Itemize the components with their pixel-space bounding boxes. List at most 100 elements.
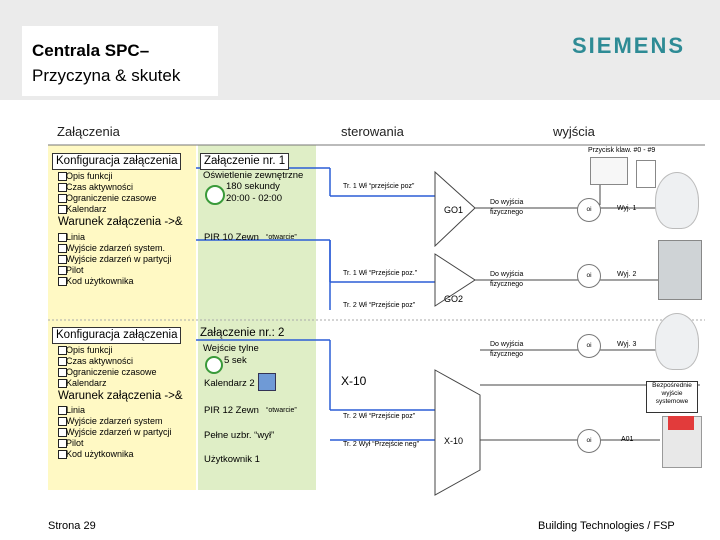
a01-label: A01 — [621, 436, 634, 443]
block2-cond-checkbox-3[interactable] — [58, 428, 67, 437]
clock-icon-2 — [205, 356, 223, 374]
block2-checkbox-3[interactable] — [58, 368, 67, 377]
out3-line1: Do wyjścia — [490, 341, 524, 348]
block2-cond-2: Wyjście zdarzeń system — [66, 416, 163, 426]
block2-cond-5: Kod użytkownika — [66, 449, 134, 459]
output-3-label: Wyj. 3 — [617, 341, 637, 348]
out2-line2: fizycznego — [490, 281, 524, 288]
block2-condition-header: Warunek załączenia ->& — [58, 390, 183, 402]
block1-trigger-title: Załączenie nr. 1 — [200, 153, 290, 170]
block1-cond-checkbox-2[interactable] — [58, 244, 67, 253]
block1-cond-3: Wyjście zdarzeń w partycji — [66, 254, 172, 264]
block1-condition-header: Warunek załączenia ->& — [58, 216, 183, 228]
go1-label: GO1 — [444, 205, 464, 215]
door-icon — [658, 240, 702, 300]
section-left-label: Załączenia — [57, 124, 120, 139]
output-1-label: Wyj. 1 — [617, 205, 637, 212]
block2-item-3: Ograniczenie czasowe — [66, 367, 157, 377]
block2-config-header: Konfiguracja załączenia — [52, 327, 182, 344]
out1-line1: Do wyjścia — [490, 199, 524, 206]
block2-duration: 5 sek — [224, 355, 247, 366]
direct-line-1: Bezpośrednie — [652, 382, 692, 389]
block2-cond-checkbox-5[interactable] — [58, 450, 67, 459]
block1-trigger-desc: Oświetlenie zewnętrzne — [203, 170, 304, 181]
block2-cond-checkbox-1[interactable] — [58, 406, 67, 415]
block1-checkbox-2[interactable] — [58, 183, 67, 192]
output-2-label: Wyj. 2 — [617, 271, 637, 278]
output-3-button[interactable]: oi — [577, 334, 601, 358]
block1-item-2: Czas aktywności — [66, 182, 134, 192]
block1-time-range: 20:00 - 02:00 — [226, 193, 282, 204]
out3-line2: fizycznego — [490, 351, 524, 358]
calendar-icon — [258, 373, 276, 391]
block1-cond-checkbox-4[interactable] — [58, 266, 67, 275]
keypad-icon — [590, 157, 628, 185]
section-middle-label: sterowania — [341, 124, 404, 139]
block2-trigger-title: Załączenie nr.: 2 — [200, 327, 285, 339]
block2-cond-checkbox-4[interactable] — [58, 439, 67, 448]
block1-item-3: Ograniczenie czasowe — [66, 193, 157, 203]
block2-user: Użytkownik 1 — [204, 454, 260, 465]
block1-checkbox-1[interactable] — [58, 172, 67, 181]
page-number: Strona 29 — [48, 520, 96, 532]
x10-gate-label: X-10 — [444, 436, 464, 446]
title-box — [22, 26, 218, 96]
block1-cond-checkbox-5[interactable] — [58, 277, 67, 286]
siemens-logo: SIEMENS — [572, 33, 686, 58]
remote-icon — [636, 160, 656, 188]
clock-icon — [205, 185, 225, 205]
keyboard-label: Przycisk klaw. #0 - #9 — [588, 147, 656, 154]
direct-output-box: Bezpośrednie wyjście systemowe — [646, 381, 698, 413]
tr1-label-b: Tr. 1 Wł “Przejście poz.” — [343, 270, 418, 277]
go2-label: GO2 — [444, 294, 464, 304]
block2-cond-4: Pilot — [66, 438, 84, 448]
tr2-label-a: Tr. 2 Wł “Przejście poz” — [343, 302, 416, 309]
block2-trigger-desc: Wejście tylne — [203, 343, 259, 354]
block1-checkbox-3[interactable] — [58, 194, 67, 203]
out2-line1: Do wyjścia — [490, 271, 524, 278]
section-right-label: wyjścia — [553, 124, 595, 139]
block2-calendar: Kalendarz 2 — [204, 378, 255, 389]
block2-cond-checkbox-2[interactable] — [58, 417, 67, 426]
light-bulb-icon — [655, 172, 699, 229]
tr2-label-b: Tr. 2 Wł “Przejście poz” — [343, 413, 416, 420]
block2-checkbox-4[interactable] — [58, 379, 67, 388]
block2-pir: PIR 12 Zewn — [204, 405, 259, 416]
siren-light-icon — [668, 416, 694, 430]
output-2-button[interactable]: oi — [577, 264, 601, 288]
block1-pir: PIR 10 Zewn — [204, 232, 259, 243]
block1-config-header: Konfiguracja załączenia — [52, 153, 182, 170]
title-line-2: Przyczyna & skutek — [32, 66, 181, 85]
block1-cond-5: Kod użytkownika — [66, 276, 134, 286]
block2-pir-state: “otwarcie” — [266, 407, 297, 414]
block2-cond-3: Wyjście zdarzeń w partycji — [66, 427, 172, 437]
block2-item-1: Opis funkcji — [66, 345, 113, 355]
block1-item-1: Opis funkcji — [66, 171, 113, 181]
x10-label: X-10 — [341, 374, 367, 388]
a01-button[interactable]: oi — [577, 429, 601, 453]
block1-cond-4: Pilot — [66, 265, 84, 275]
out1-line2: fizycznego — [490, 209, 524, 216]
output-1-button[interactable]: oi — [577, 198, 601, 222]
block2-item-2: Czas aktywności — [66, 356, 134, 366]
block1-duration: 180 sekundy — [226, 181, 280, 192]
block1-cond-checkbox-1[interactable] — [58, 233, 67, 242]
left-config-panel — [48, 145, 196, 490]
block1-checkbox-4[interactable] — [58, 205, 67, 214]
block1-item-4: Kalendarz — [66, 204, 107, 214]
direct-line-2: wyjście — [661, 390, 683, 397]
block1-pir-state: “otwarcie” — [266, 234, 297, 241]
direct-line-3: systemowe — [655, 398, 689, 405]
tr1-label-a: Tr. 1 Wł “przejście poz” — [343, 183, 415, 190]
tr2-label-c: Tr. 2 Wył “Przejście neg” — [343, 441, 419, 448]
block2-item-4: Kalendarz — [66, 378, 107, 388]
block2-cond-1: Linia — [66, 405, 86, 415]
block2-arm: Pełne uzbr. “wył” — [204, 430, 275, 441]
block2-checkbox-1[interactable] — [58, 346, 67, 355]
title-line-1: Centrala SPC– — [32, 41, 150, 60]
block1-cond-checkbox-3[interactable] — [58, 255, 67, 264]
block1-cond-1: Linia — [66, 232, 86, 242]
footer-company: Building Technologies / FSP — [538, 520, 675, 532]
block2-checkbox-2[interactable] — [58, 357, 67, 366]
light-bulb-icon-2 — [655, 313, 699, 370]
